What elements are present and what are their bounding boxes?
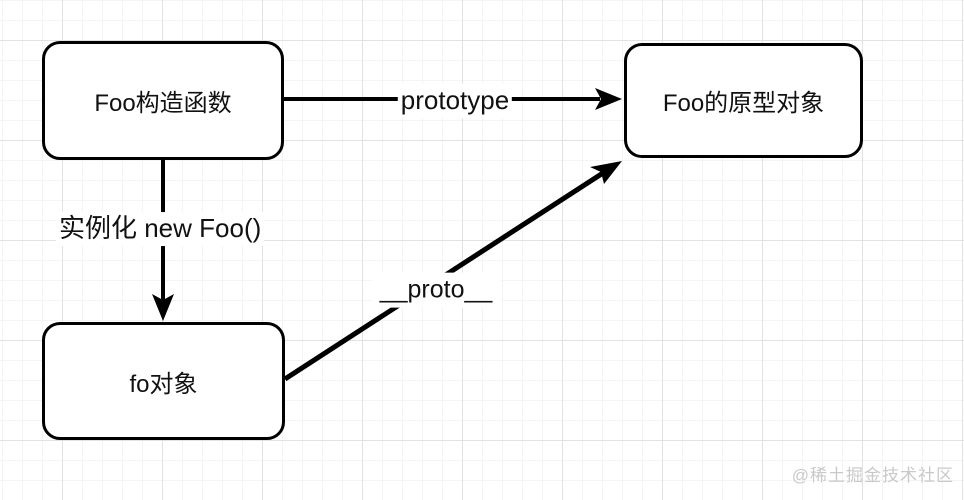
node-foo-prototype-object: Foo的原型对象	[624, 43, 863, 158]
edge-proto-arrow	[283, 161, 622, 382]
node-fo-instance-label: fo对象	[129, 370, 198, 398]
edge-label-prototype: prototype	[397, 84, 513, 118]
node-foo-constructor-label: Foo构造函数	[94, 90, 232, 117]
node-foo-constructor: Foo构造函数	[42, 41, 284, 160]
edge-label-proto: __proto__	[371, 272, 501, 308]
node-fo-instance: fo对象	[42, 322, 285, 440]
edge-label-instantiate: 实例化 new Foo()	[56, 212, 265, 246]
watermark-juejin-community: @稀土掘金技术社区	[791, 466, 954, 485]
node-foo-prototype-object-label: Foo的原型对象	[662, 90, 825, 117]
